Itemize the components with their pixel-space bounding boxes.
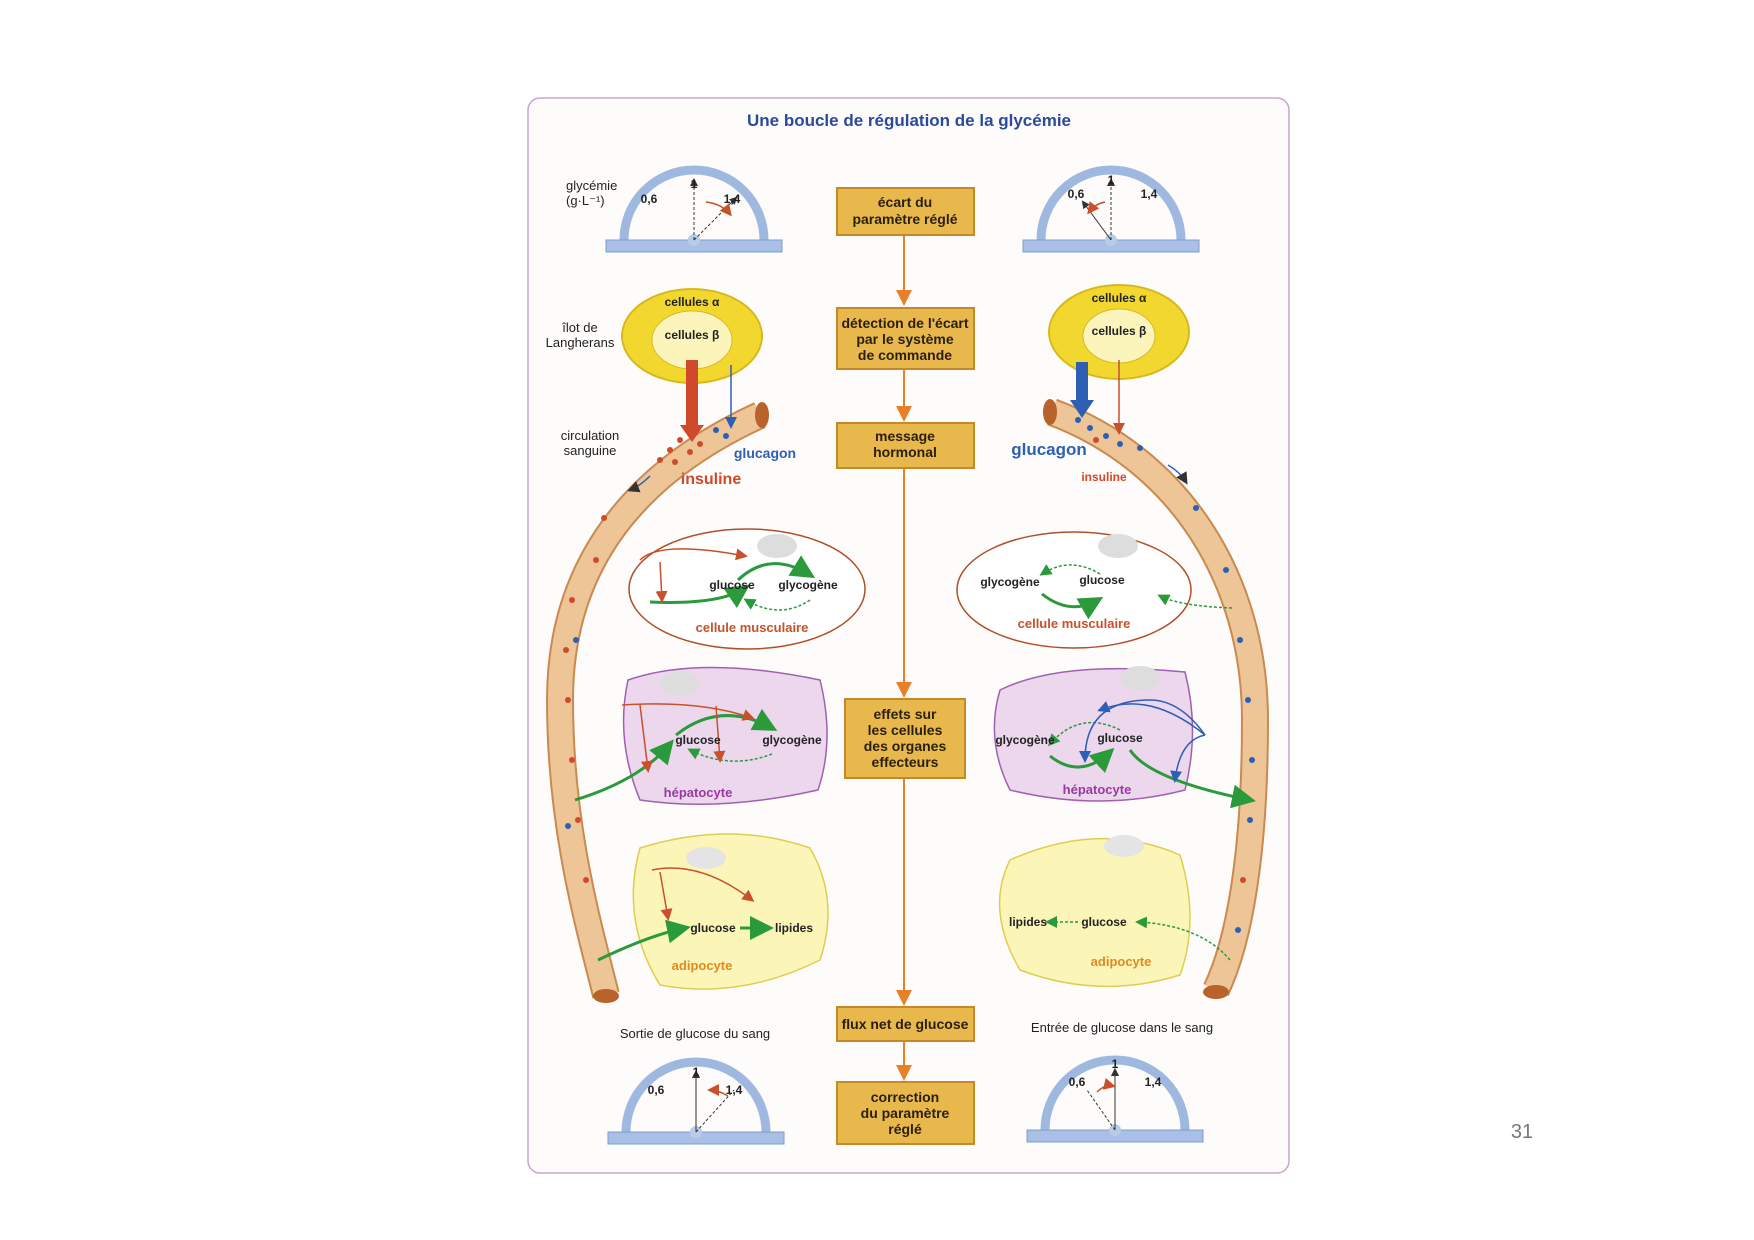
svg-text:des organes: des organes	[864, 738, 947, 754]
gauge-unit: (g·L⁻¹)	[566, 193, 605, 208]
insulin-label: insuline	[1081, 470, 1127, 484]
svg-text:paramètre réglé: paramètre réglé	[852, 211, 957, 227]
gauge-top-right: 0,6 1 1,4	[1023, 170, 1199, 252]
svg-text:cellules α: cellules α	[1092, 291, 1147, 305]
svg-text:Langherans: Langherans	[546, 335, 615, 350]
muscle-cell-right: glycogène glucose cellule musculaire	[956, 531, 1233, 649]
svg-text:réglé: réglé	[888, 1121, 922, 1137]
svg-text:message: message	[875, 428, 935, 444]
svg-text:hormonal: hormonal	[873, 444, 937, 460]
svg-text:hépatocyte: hépatocyte	[1063, 782, 1132, 797]
svg-text:glucose: glucose	[709, 578, 755, 592]
islet-left: cellules α cellules β	[621, 288, 763, 384]
svg-text:adipocyte: adipocyte	[672, 958, 733, 973]
gauge-top-left: 0,6 1 1,4	[606, 170, 782, 252]
islet-label: îlot de	[561, 320, 597, 335]
svg-text:glycogène: glycogène	[980, 575, 1040, 589]
islet-right: cellules α cellules β	[1048, 284, 1190, 380]
glucose-exit-label: Sortie de glucose du sang	[620, 1026, 770, 1041]
hepatocyte-right: glycogène glucose hépatocyte	[993, 666, 1256, 809]
glucose-entry-label: Entrée de glucose dans le sang	[1031, 1020, 1213, 1035]
step-hormonal-message: message hormonal	[836, 422, 975, 469]
diagram-title: Une boucle de régulation de la glycémie	[747, 111, 1071, 130]
svg-text:effets sur: effets sur	[873, 706, 937, 722]
svg-text:les cellules: les cellules	[868, 722, 943, 738]
gauge-bottom-right: 0,6 1 1,4	[1027, 1057, 1203, 1142]
svg-text:0,6: 0,6	[1068, 187, 1085, 201]
svg-text:cellule musculaire: cellule musculaire	[696, 620, 809, 635]
step-net-glucose-flux: flux net de glucose	[836, 1006, 975, 1042]
svg-text:glycogène: glycogène	[995, 733, 1055, 747]
svg-text:détection de l'écart: détection de l'écart	[841, 315, 968, 331]
svg-text:lipides: lipides	[775, 921, 813, 935]
hepatocyte-left: glucose glycogène hépatocyte	[574, 666, 828, 805]
svg-text:glucose: glucose	[690, 921, 736, 935]
svg-text:correction: correction	[871, 1089, 939, 1105]
svg-text:1,4: 1,4	[724, 192, 741, 206]
insulin-label: insuline	[681, 471, 742, 488]
svg-text:glycogène: glycogène	[762, 733, 822, 747]
svg-text:lipides: lipides	[1009, 915, 1047, 929]
svg-text:cellules β: cellules β	[1092, 324, 1147, 338]
glucagon-label: glucagon	[1011, 440, 1087, 459]
svg-text:glycogène: glycogène	[778, 578, 838, 592]
adipocyte-left: glucose lipides adipocyte	[597, 833, 829, 990]
svg-text:cellules β: cellules β	[665, 328, 720, 342]
svg-text:0,6: 0,6	[641, 192, 658, 206]
adipocyte-right: lipides glucose adipocyte	[998, 835, 1231, 988]
svg-text:0,6: 0,6	[648, 1083, 665, 1097]
svg-text:1: 1	[691, 177, 698, 191]
muscle-cell-left: glucose glycogène cellule musculaire	[628, 528, 866, 650]
glucagon-label: glucagon	[734, 445, 796, 461]
svg-text:adipocyte: adipocyte	[1091, 954, 1152, 969]
glucagon-molecules	[565, 417, 1255, 933]
step-deviation: écart du paramètre réglé	[836, 187, 975, 236]
svg-text:1,4: 1,4	[726, 1083, 743, 1097]
svg-text:glucose: glucose	[1097, 731, 1143, 745]
svg-text:glucose: glucose	[675, 733, 721, 747]
svg-text:effecteurs: effecteurs	[872, 754, 939, 770]
svg-text:cellules α: cellules α	[665, 295, 720, 309]
svg-text:glucose: glucose	[1081, 915, 1127, 929]
step-detection: détection de l'écart par le système de c…	[836, 307, 975, 370]
svg-text:1: 1	[1108, 173, 1115, 187]
svg-text:hépatocyte: hépatocyte	[664, 785, 733, 800]
gauge-bottom-left: 0,6 1 1,4	[608, 1062, 784, 1144]
svg-text:cellule musculaire: cellule musculaire	[1018, 616, 1131, 631]
svg-text:0,6: 0,6	[1069, 1075, 1086, 1089]
step-correction: correction du paramètre réglé	[836, 1081, 975, 1145]
page-number: 31	[1511, 1121, 1533, 1143]
blood-label: circulation	[561, 428, 620, 443]
svg-text:1: 1	[693, 1065, 700, 1079]
step-effector-effects: effets sur les cellules des organes effe…	[844, 698, 966, 779]
svg-text:du paramètre: du paramètre	[861, 1105, 950, 1121]
svg-text:sanguine: sanguine	[564, 443, 617, 458]
svg-text:1: 1	[1112, 1057, 1119, 1071]
gauge-label: glycémie	[566, 178, 617, 193]
svg-text:écart du: écart du	[878, 194, 932, 210]
svg-text:flux net de glucose: flux net de glucose	[842, 1016, 969, 1032]
svg-text:par le système: par le système	[856, 331, 953, 347]
svg-text:1,4: 1,4	[1145, 1075, 1162, 1089]
svg-text:glucose: glucose	[1079, 573, 1125, 587]
svg-text:1,4: 1,4	[1141, 187, 1158, 201]
svg-text:de commande: de commande	[858, 347, 952, 363]
insulin-molecules	[563, 437, 1246, 883]
